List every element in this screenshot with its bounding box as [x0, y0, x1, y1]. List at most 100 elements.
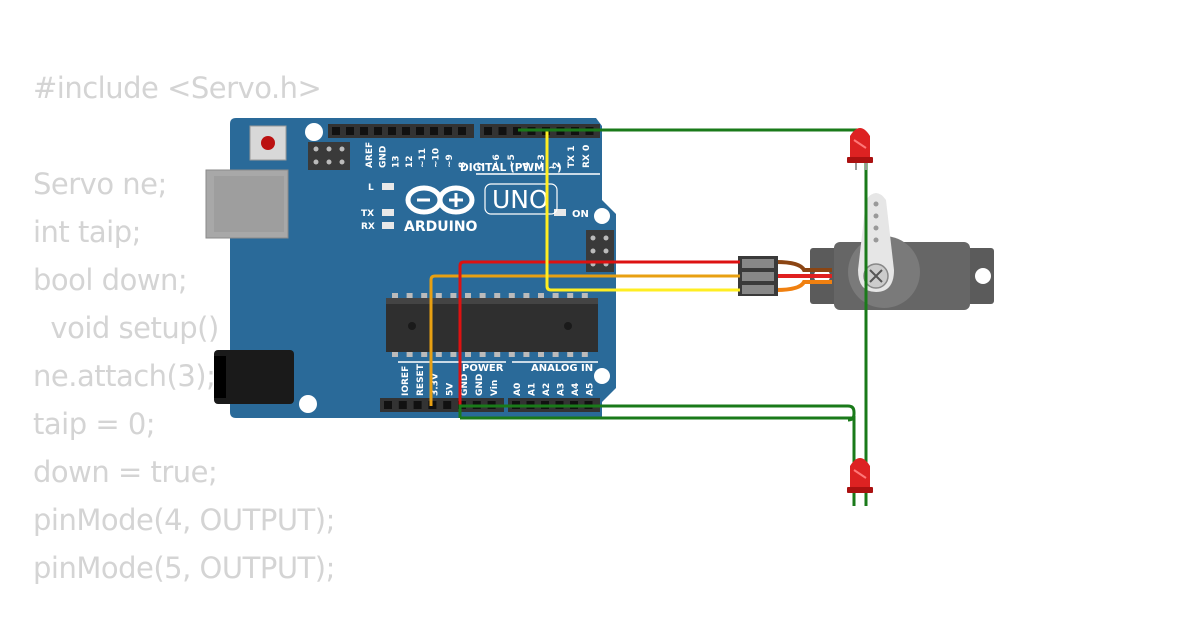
icsp-header-top [308, 142, 350, 170]
wire-pin3-signal[interactable] [545, 130, 740, 292]
servo-horn-hole [873, 237, 879, 243]
header-pin[interactable] [398, 401, 407, 409]
wire-ground-bottom[interactable] [460, 415, 856, 506]
servo-leads [775, 260, 832, 292]
digital-pin-label: ~5 [507, 154, 517, 168]
servo-connector [738, 256, 778, 296]
digital-pin-label: 4 [522, 162, 532, 168]
header-pin[interactable] [332, 127, 340, 135]
led-red-bottom[interactable] [847, 458, 873, 493]
header-pin[interactable] [416, 127, 424, 135]
model-badge [484, 183, 558, 215]
header-pin[interactable] [443, 401, 452, 409]
brand-label: ARDUINO [404, 219, 478, 235]
header-pin[interactable] [374, 127, 382, 135]
power-pin-label: 3.3V [431, 373, 441, 396]
digital-pin-label: RX 0 [582, 145, 592, 168]
header-pin[interactable] [513, 127, 521, 135]
code-line: ne.attach(3); [33, 359, 216, 393]
servo-mount-hole [975, 268, 991, 284]
digital-pin-label: GND [378, 146, 388, 168]
code-line: bool down; [33, 263, 188, 297]
servo-horn-hole [873, 201, 879, 207]
power-label: POWER [462, 363, 504, 374]
led-l-label: L [368, 183, 374, 193]
mounting-hole [299, 395, 317, 413]
power-pin-label: RESET [416, 363, 426, 396]
code-line: pinMode(5, OUTPUT); [33, 551, 335, 585]
atmega-chip [386, 298, 598, 352]
digital-pin-label: AREF [365, 142, 375, 168]
header-pin[interactable] [430, 127, 438, 135]
wire-gnd-power[interactable] [458, 260, 740, 406]
analog-pin-label: A5 [586, 383, 596, 396]
icsp-header-right [586, 230, 614, 272]
chip-legs [392, 293, 588, 357]
wire-5v[interactable] [429, 274, 740, 406]
digital-pin-label: 13 [392, 155, 402, 168]
digital-pin-label: 7 [477, 162, 487, 168]
servo-screw-icon [869, 269, 883, 283]
header-pin[interactable] [402, 127, 410, 135]
power-jack-front [214, 356, 226, 398]
header-pin[interactable] [484, 127, 492, 135]
analog-pin-label: A3 [557, 383, 567, 396]
header-pin[interactable] [498, 127, 507, 135]
analog-label: ANALOG IN [531, 363, 593, 374]
code-line: void setup() [33, 311, 219, 345]
power-pin-label: IOREF [401, 366, 411, 396]
code-line: int taip; [33, 215, 141, 249]
mounting-hole [594, 368, 610, 384]
digital-pin-label: ~6 [492, 154, 502, 168]
header-pin[interactable] [444, 127, 452, 135]
analog-pin-label: A1 [528, 383, 538, 396]
digital-pin-label: ~3 [537, 154, 547, 168]
header-pin[interactable] [413, 401, 422, 409]
servo-horn-hole [873, 213, 879, 219]
model-label: UNO [492, 185, 549, 214]
code-line: pinMode(4, OUTPUT); [33, 503, 335, 537]
header-pin[interactable] [458, 127, 466, 135]
header-pin[interactable] [384, 401, 392, 409]
power-jack [214, 350, 294, 404]
digital-pin-label: 2 [552, 162, 562, 168]
led-rx [382, 222, 394, 229]
led-on [554, 209, 566, 216]
led-rx-label: RX [361, 222, 375, 232]
led-tx-label: TX [361, 209, 374, 219]
power-pin-label: 5V [445, 383, 455, 396]
digital-pin-label: 8 [458, 162, 468, 168]
led-red-top[interactable] [847, 128, 873, 170]
analog-pin-label: A0 [513, 383, 523, 396]
header-pin[interactable] [346, 127, 354, 135]
code-line: #include <Servo.h> [33, 71, 322, 105]
header-pin[interactable] [360, 127, 368, 135]
code-listing: #include <Servo.h> Servo ne; int taip; b… [33, 68, 335, 596]
usb-connector-inner [214, 176, 284, 232]
code-line: Servo ne; [33, 167, 167, 201]
power-pin-label: GND [475, 374, 485, 396]
led-tx [382, 209, 394, 216]
reset-button-cap[interactable] [261, 136, 275, 150]
mounting-hole [305, 123, 323, 141]
header-pin[interactable] [388, 127, 396, 135]
code-line: down = true; [33, 455, 218, 489]
digital-pin-label: ~11 [418, 148, 428, 168]
digital-pin-label: 12 [405, 155, 415, 168]
power-pin-label: GND [460, 374, 470, 396]
servo-motor[interactable] [810, 193, 994, 310]
led-l [382, 183, 394, 190]
digital-pin-label: TX 1 [567, 146, 577, 168]
digital-pin-label: ~10 [432, 148, 442, 168]
servo-horn-hole [873, 225, 879, 231]
digital-pin-label: ~9 [445, 154, 455, 168]
code-line: taip = 0; [33, 407, 156, 441]
arduino-logo-icon [405, 185, 475, 215]
digital-label: DIGITAL (PWM ~) [460, 162, 562, 174]
wire-ground-loop[interactable] [458, 404, 856, 422]
